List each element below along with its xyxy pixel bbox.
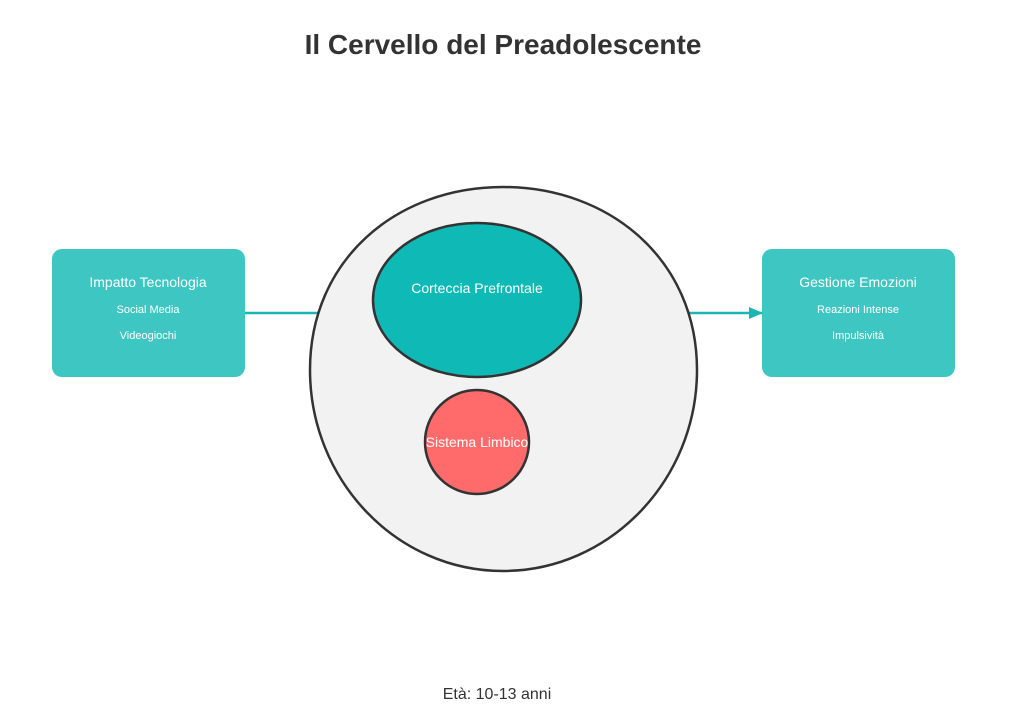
technology-impact-box-background bbox=[52, 249, 245, 377]
limbic-system-label: Sistema Limbico bbox=[426, 434, 529, 450]
technology-impact-title: Impatto Tecnologia bbox=[89, 274, 206, 290]
emotion-management-box-background bbox=[762, 249, 955, 377]
prefrontal-cortex-region bbox=[371, 221, 583, 379]
limbic-system-region bbox=[423, 388, 531, 496]
emotion-management-item-impulsivity: Impulsività bbox=[832, 330, 885, 342]
emotion-management-title: Gestione Emozioni bbox=[799, 274, 917, 290]
prefrontal-cortex-label: Corteccia Prefrontale bbox=[411, 280, 543, 296]
emotion-management-box: Gestione Emozioni Reazioni Intense Impul… bbox=[762, 249, 955, 377]
page-title: Il Cervello del Preadolescente bbox=[305, 29, 702, 60]
technology-impact-box: Impatto Tecnologia Social Media Videogio… bbox=[52, 249, 245, 377]
age-range-footer: Età: 10-13 anni bbox=[443, 686, 552, 703]
technology-impact-item-social-media: Social Media bbox=[117, 304, 181, 316]
emotion-management-item-intense-reactions: Reazioni Intense bbox=[817, 304, 899, 316]
technology-impact-item-videogames: Videogiochi bbox=[120, 330, 177, 342]
